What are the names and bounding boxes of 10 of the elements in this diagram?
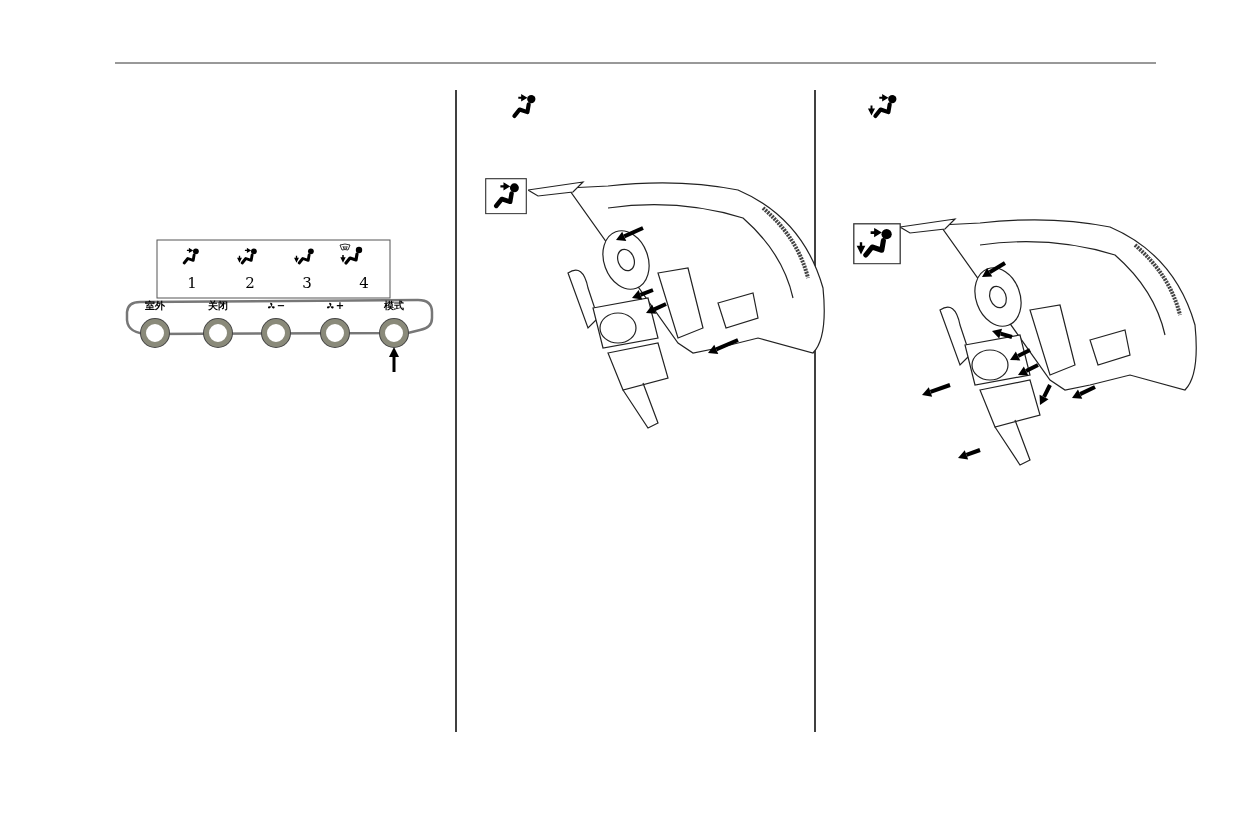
- pointer-arrow: [389, 347, 399, 372]
- mode-number: 4: [358, 276, 370, 291]
- mode-number: 3: [301, 276, 313, 291]
- button-label: −: [276, 301, 286, 311]
- button-label: 室外: [145, 301, 165, 311]
- button-label: 关闭: [208, 301, 228, 311]
- mode-number: 1: [186, 276, 198, 291]
- button-label: +: [335, 301, 345, 311]
- button-label: 模式: [384, 301, 404, 311]
- mode-number: 2: [244, 276, 256, 291]
